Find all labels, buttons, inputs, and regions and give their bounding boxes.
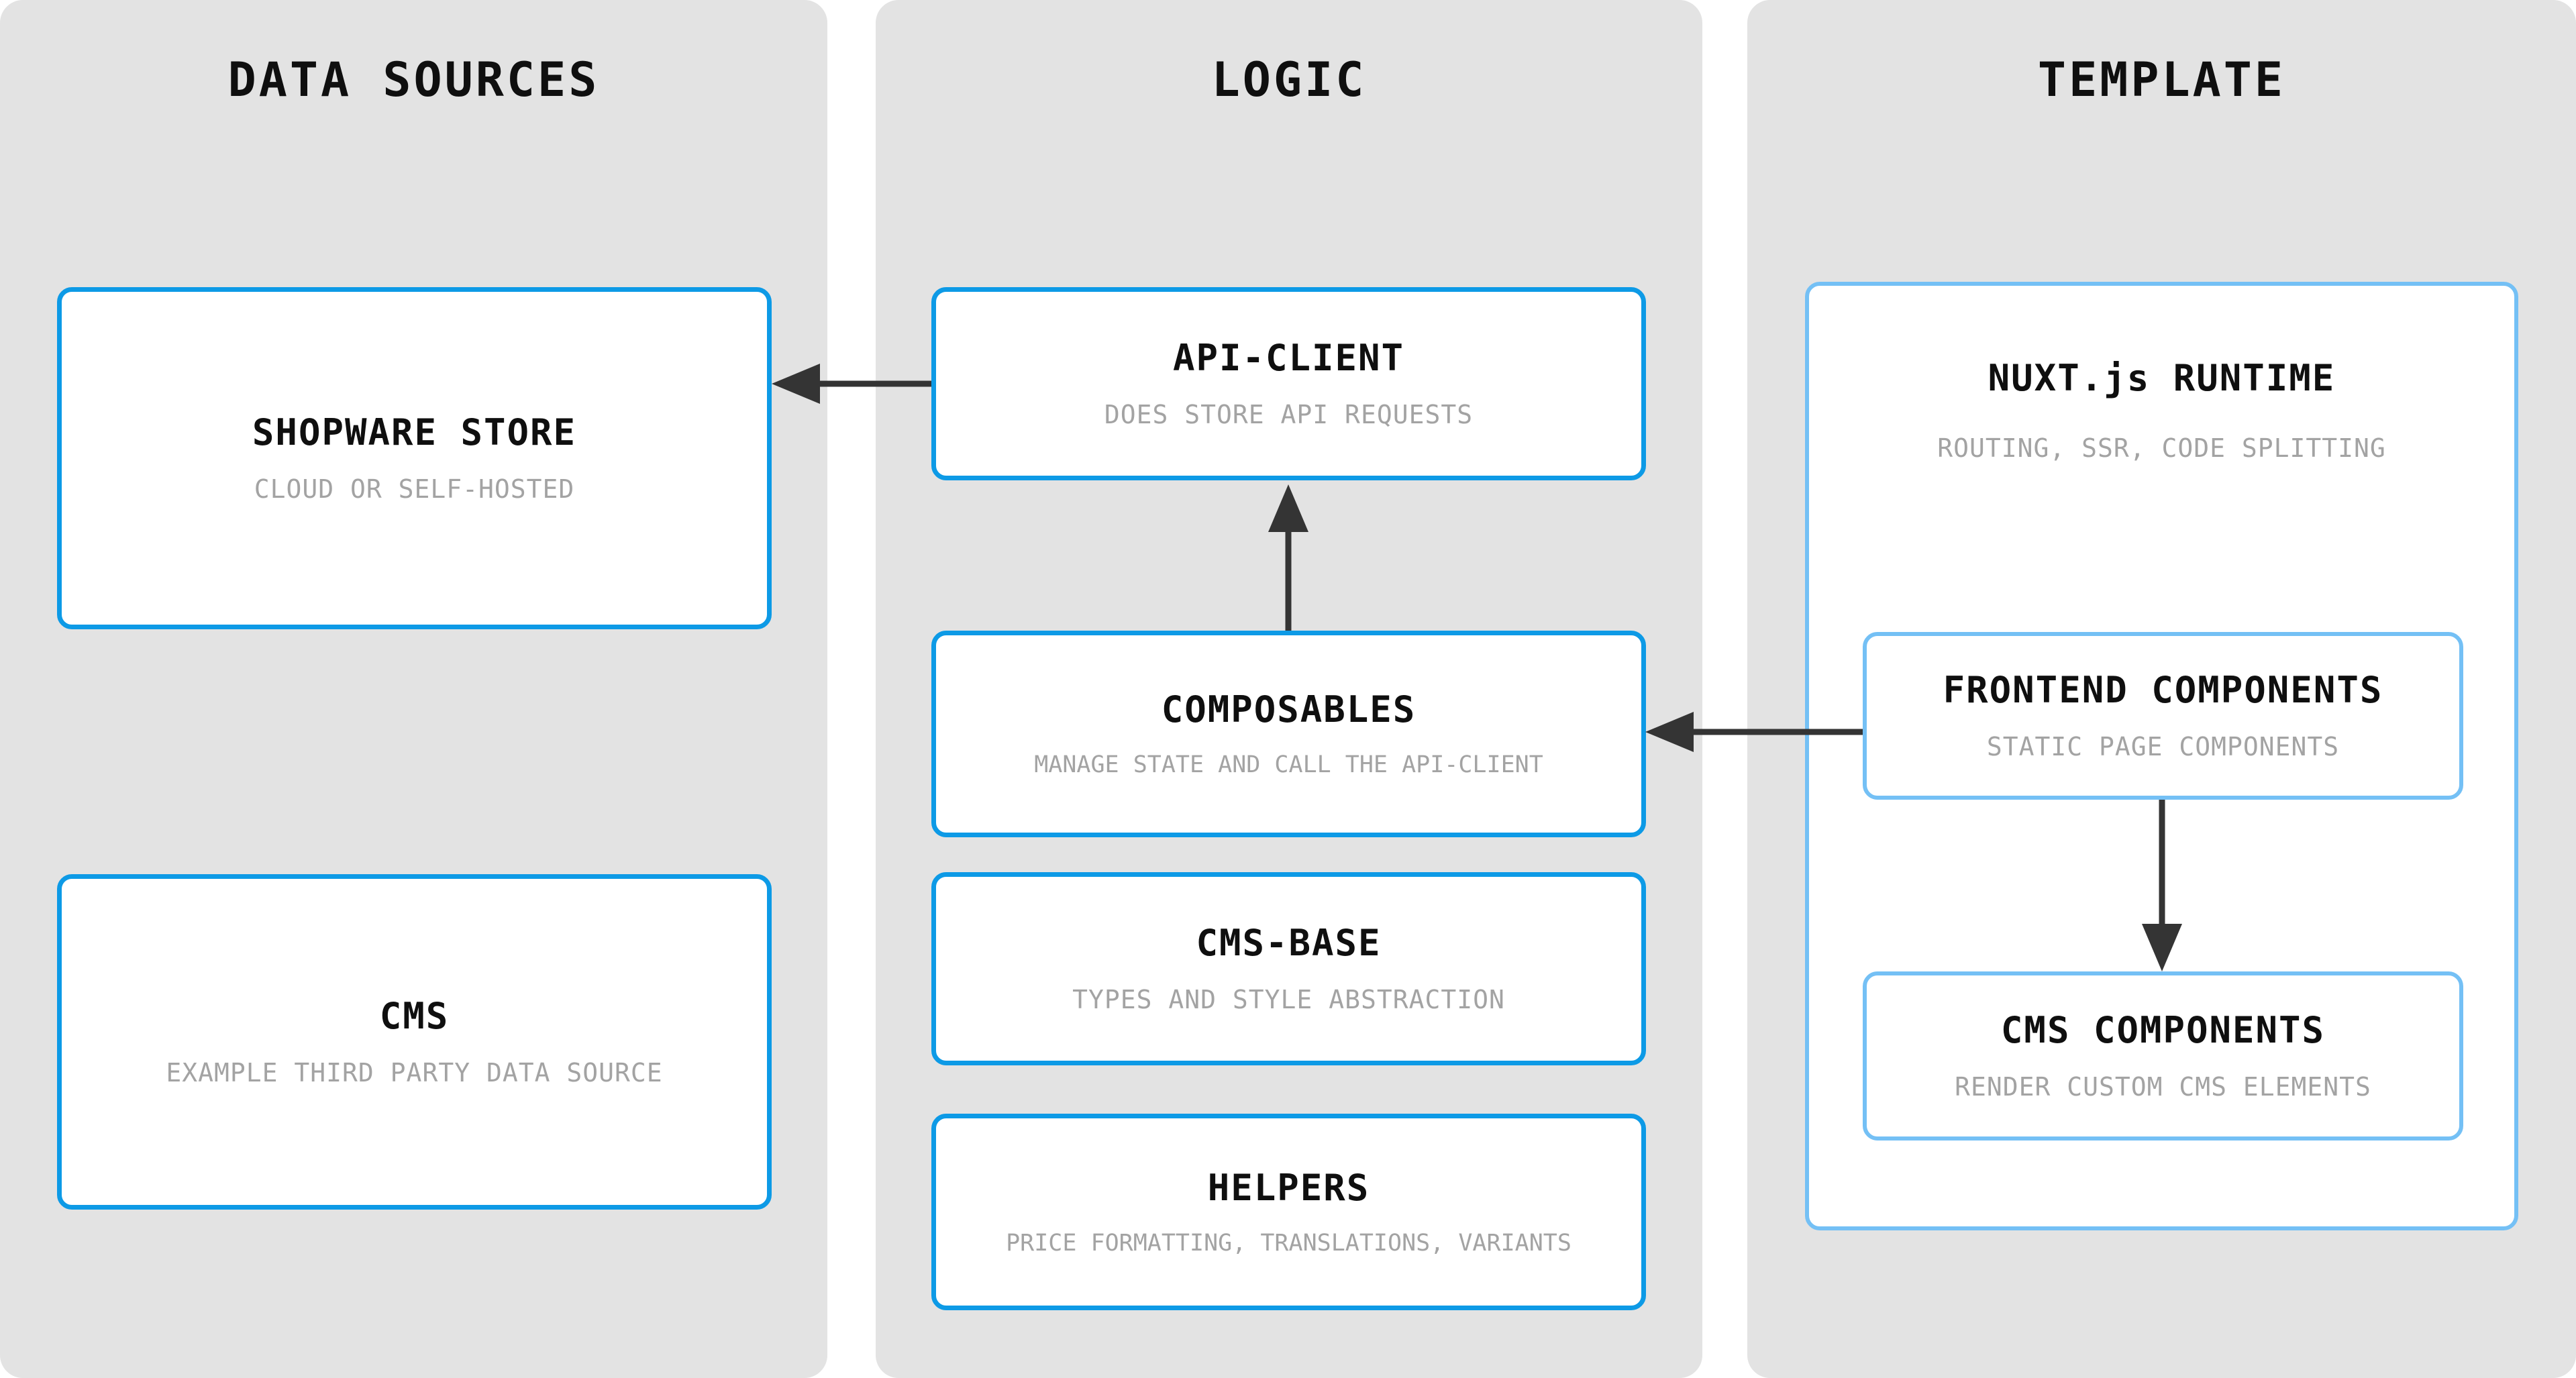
- node-subtitle-composables: MANAGE STATE AND CALL THE API-CLIENT: [1034, 751, 1543, 779]
- node-subtitle-api-client: DOES STORE API REQUESTS: [1104, 399, 1474, 429]
- node-title-cms: CMS: [379, 995, 450, 1038]
- node-subtitle-cms-components: RENDER CUSTOM CMS ELEMENTS: [1955, 1071, 2371, 1102]
- node-subtitle-nuxt-runtime: ROUTING, SSR, CODE SPLITTING: [1937, 433, 2386, 463]
- node-title-helpers: HELPERS: [1207, 1166, 1370, 1209]
- node-subtitle-frontend-components: STATIC PAGE COMPONENTS: [1986, 731, 2340, 761]
- node-subtitle-cms-base: TYPES AND STYLE ABSTRACTION: [1072, 984, 1505, 1014]
- node-subtitle-cms: EXAMPLE THIRD PARTY DATA SOURCE: [166, 1057, 663, 1088]
- node-shopware-store[interactable]: SHOPWARE STORE CLOUD OR SELF-HOSTED: [57, 287, 772, 629]
- node-api-client[interactable]: API-CLIENT DOES STORE API REQUESTS: [931, 287, 1646, 480]
- node-subtitle-shopware-store: CLOUD OR SELF-HOSTED: [254, 474, 575, 504]
- column-title-template: TEMPLATE: [2037, 52, 2286, 107]
- node-title-composables: COMPOSABLES: [1161, 688, 1416, 731]
- node-cms-components[interactable]: CMS COMPONENTS RENDER CUSTOM CMS ELEMENT…: [1863, 971, 2463, 1141]
- column-title-logic: LOGIC: [1211, 52, 1367, 107]
- column-title-data-sources: DATA SOURCES: [227, 52, 600, 107]
- node-title-frontend-components: FRONTEND COMPONENTS: [1943, 669, 2383, 712]
- node-title-cms-components: CMS COMPONENTS: [2000, 1009, 2326, 1052]
- node-cms[interactable]: CMS EXAMPLE THIRD PARTY DATA SOURCE: [57, 874, 772, 1210]
- node-composables[interactable]: COMPOSABLES MANAGE STATE AND CALL THE AP…: [931, 631, 1646, 837]
- node-frontend-components[interactable]: FRONTEND COMPONENTS STATIC PAGE COMPONEN…: [1863, 632, 2463, 800]
- node-helpers[interactable]: HELPERS PRICE FORMATTING, TRANSLATIONS, …: [931, 1114, 1646, 1310]
- node-title-api-client: API-CLIENT: [1172, 337, 1405, 380]
- node-title-cms-base: CMS-BASE: [1196, 922, 1382, 965]
- node-title-nuxt-runtime: NUXT.js RUNTIME: [1988, 357, 2336, 399]
- node-subtitle-helpers: PRICE FORMATTING, TRANSLATIONS, VARIANTS: [1006, 1229, 1572, 1257]
- node-title-shopware-store: SHOPWARE STORE: [252, 411, 577, 454]
- node-cms-base[interactable]: CMS-BASE TYPES AND STYLE ABSTRACTION: [931, 872, 1646, 1065]
